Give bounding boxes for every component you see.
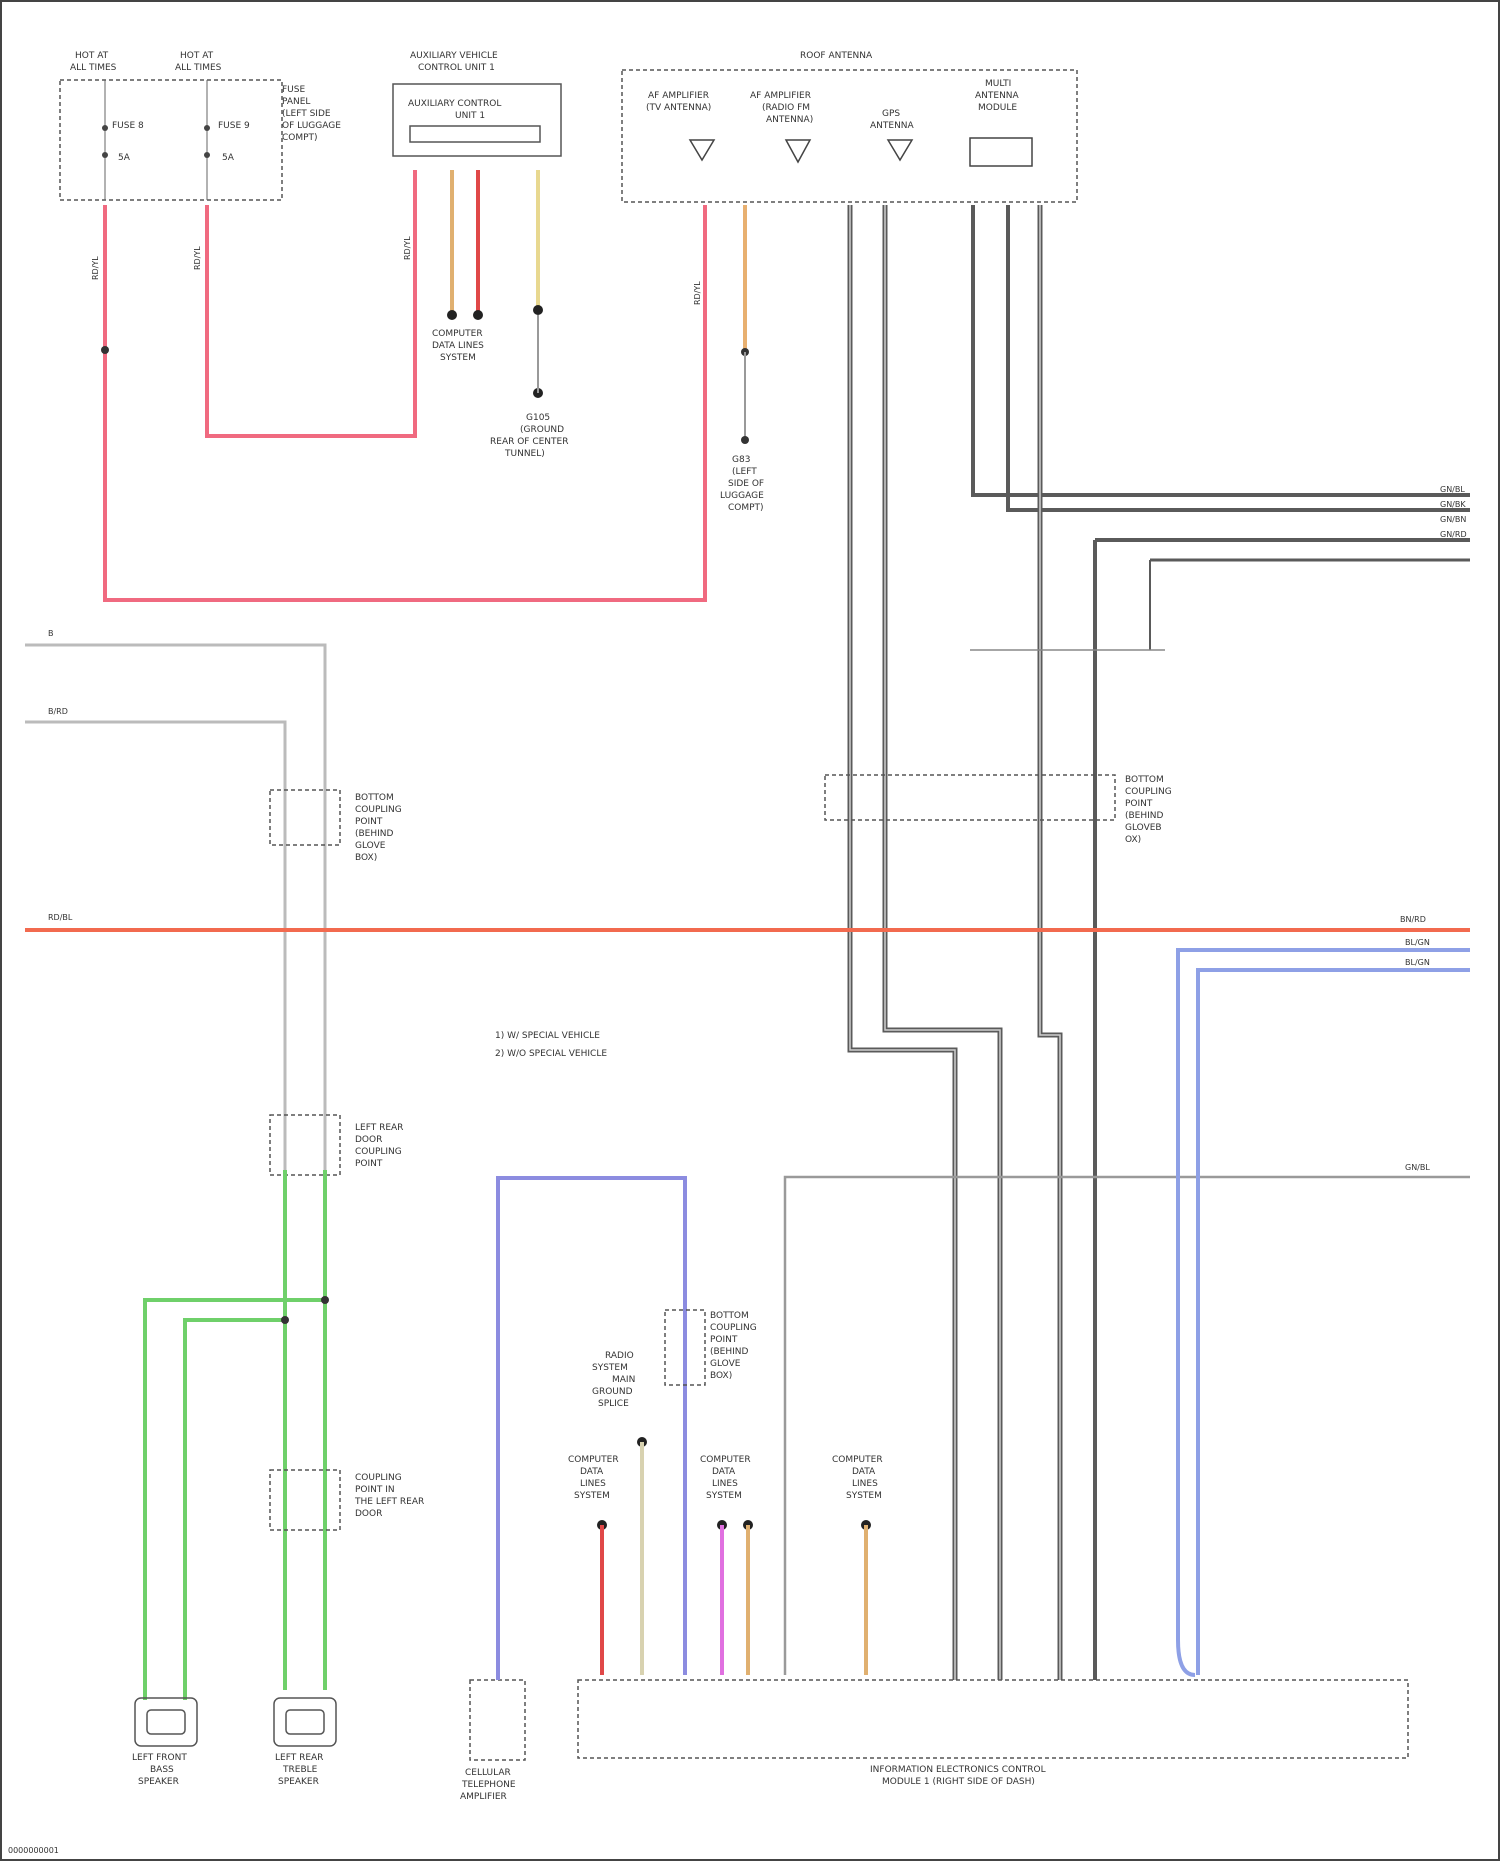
wire-codes: RD/YL RD/YL RD/YL RD/YL (91, 236, 702, 305)
antenna-a-icon (690, 140, 714, 160)
fuse-b-inner-label: FUSE 9 5A (218, 121, 253, 163)
fuse-a-label: HOT AT ALL TIMES (70, 51, 117, 73)
fuse-b-label: HOT AT ALL TIMES (175, 51, 222, 73)
connector-b-label: BOTTOM COUPLING POINT (BEHIND GLOVE BOX) (710, 1311, 760, 1381)
wire-code-c: RD/YL (403, 236, 412, 260)
antenna-b-icon (786, 140, 810, 162)
aux-module-inner-label: AUXILIARY CONTROL UNIT 1 (408, 99, 504, 121)
cellular-label: CELLULAR TELEPHONE AMPLIFIER (460, 1768, 518, 1802)
antenna-d-icon (970, 138, 1032, 166)
information-electronics-module: INFORMATION ELECTRONICS CONTROL MODULE 1… (578, 1680, 1408, 1787)
antenna-b-label: AF AMPLIFIER (RADIO FM ANTENNA) (750, 91, 814, 125)
power-ground-label: RADIO SYSTEM MAIN GROUND SPLICE (592, 1351, 638, 1409)
aux-module-wires: COMPUTER DATA LINES SYSTEM G105 (GROUND … (432, 170, 571, 459)
bus-right-6-label: BL/GN (1405, 958, 1430, 967)
bus-right-4-label: BN/RD (1400, 915, 1426, 924)
antenna-a-label: AF AMPLIFIER (TV ANTENNA) (646, 91, 712, 113)
auxiliary-control-unit: AUXILIARY VEHICLE CONTROL UNIT 1 AUXILIA… (393, 51, 561, 156)
left-bus-lines: B B/RD RD/BL BN/RD (25, 629, 1470, 1490)
aux-module-label: AUXILIARY VEHICLE CONTROL UNIT 1 (410, 51, 501, 73)
legend-1: 1) W/ SPECIAL VEHICLE (495, 1031, 600, 1041)
connector-a-label: BOTTOM COUPLING POINT (BEHIND GLOVE BOX) (355, 793, 405, 863)
bus-2-label: B/RD (48, 707, 68, 716)
cellular-amplifier: CELLULAR TELEPHONE AMPLIFIER (460, 1680, 525, 1802)
data-c-label: COMPUTER DATA LINES SYSTEM (832, 1455, 885, 1501)
fuse-panel-label: FUSE PANEL (LEFT SIDE OF LUGGAGE COMPT) (282, 85, 344, 143)
footer-code: 0000000001 (8, 1846, 59, 1855)
antenna-wires: G83 (LEFT SIDE OF LUGGAGE COMPT) GN/BL G… (705, 205, 1470, 1680)
speaker-a: LEFT FRONT BASS SPEAKER (132, 1698, 197, 1787)
speaker-b: LEFT REAR TREBLE SPEAKER (274, 1698, 336, 1787)
bus-1-label: B (48, 629, 54, 638)
wire-code-a: RD/YL (91, 256, 100, 280)
wire-code-b: RD/YL (193, 246, 202, 270)
antenna-c-label: GPS ANTENNA (870, 109, 915, 131)
fuse-panel: HOT AT ALL TIMES HOT AT ALL TIMES FUSE 8… (60, 51, 344, 200)
speaker-wires: COUPLING POINT IN THE LEFT REAR DOOR (145, 1170, 427, 1700)
left-rear-door-label: LEFT REAR DOOR COUPLING POINT (355, 1123, 406, 1169)
roof-antenna: ROOF ANTENNA AF AMPLIFIER (TV ANTENNA) A… (622, 51, 1077, 202)
speaker-b-label: LEFT REAR TREBLE SPEAKER (275, 1753, 326, 1787)
blue-bus-lines: BL/GN BL/GN (1178, 938, 1470, 1675)
left-rear-door-connector: LEFT REAR DOOR COUPLING POINT (270, 1115, 406, 1175)
fuse-power-wires (101, 170, 705, 600)
roof-antenna-label: ROOF ANTENNA (800, 51, 873, 61)
ground-c-label: G83 (LEFT SIDE OF LUGGAGE COMPT) (720, 455, 767, 513)
speaker-a-label: LEFT FRONT BASS SPEAKER (132, 1753, 190, 1787)
data-lines: COMPUTER DATA LINES SYSTEM COMPUTER DATA… (568, 1163, 1470, 1675)
data-a-label: COMPUTER DATA LINES SYSTEM (568, 1455, 621, 1501)
main-module-label: INFORMATION ELECTRONICS CONTROL MODULE 1… (870, 1765, 1049, 1787)
antenna-c-icon (888, 140, 912, 160)
connector-right: BOTTOM COUPLING POINT (BEHIND GLOVEB OX) (825, 775, 1175, 845)
fuse-a-inner-label: FUSE 8 5A (112, 121, 147, 163)
bus-right-5-label: BL/GN (1405, 938, 1430, 947)
coupling-lr-label: COUPLING POINT IN THE LEFT REAR DOOR (354, 1473, 427, 1519)
connector-a: BOTTOM COUPLING POINT (BEHIND GLOVE BOX) (270, 790, 405, 863)
wire-code-d: RD/YL (693, 281, 702, 305)
bus-3-label: RD/BL (48, 913, 73, 922)
ground-b-label: G105 (GROUND REAR OF CENTER TUNNEL) (490, 413, 571, 459)
antenna-d-label: MULTI ANTENNA MODULE (975, 79, 1022, 113)
ground-a-label: COMPUTER DATA LINES SYSTEM (432, 329, 487, 363)
bus-right-7-label: GN/BL (1405, 1163, 1430, 1172)
legend: 1) W/ SPECIAL VEHICLE 2) W/O SPECIAL VEH… (495, 1031, 607, 1059)
data-b-label: COMPUTER DATA LINES SYSTEM (700, 1455, 753, 1501)
connector-right-label: BOTTOM COUPLING POINT (BEHIND GLOVEB OX) (1125, 775, 1175, 845)
legend-2: 2) W/O SPECIAL VEHICLE (495, 1049, 607, 1059)
